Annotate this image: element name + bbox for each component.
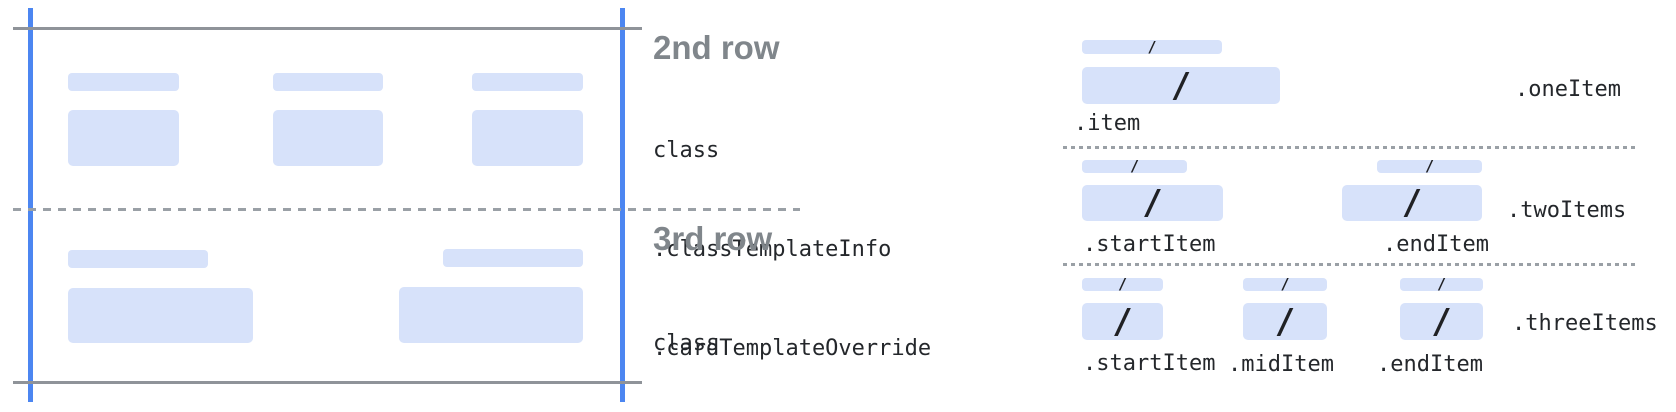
row2-col1-value-box [68, 110, 179, 166]
row3-start-label-bar [68, 250, 208, 268]
card-left-edge-line [28, 8, 33, 402]
three-items-group-label: .threeItems [1512, 311, 1658, 336]
row2-code-path: class .classTemplateInfo .cardTemplateOv… [653, 68, 971, 412]
mid-item-value-bar: / [1243, 303, 1327, 340]
slash-icon: / [1424, 157, 1435, 175]
end-item-value-bar: / [1342, 185, 1482, 221]
start-item-field-label: .startItem [1083, 232, 1216, 257]
slash-icon: / [1401, 183, 1423, 223]
slash-icon: / [1280, 275, 1290, 293]
start-item-value-bar: / [1082, 303, 1163, 340]
slash-icon: / [1436, 275, 1447, 293]
layout-divider-dotted-line [1063, 146, 1635, 149]
row-divider-dashed-line [13, 208, 800, 211]
code-line: class [653, 138, 720, 163]
row2-col3-label-bar [472, 73, 583, 91]
end-item-value-bar: / [1400, 303, 1483, 340]
row3-heading: 3rd row [653, 220, 773, 257]
one-item-value-bar: / [1082, 67, 1280, 104]
card-bottom-line [13, 381, 642, 384]
row3-end-value-box [399, 287, 583, 343]
start-item-value-bar: / [1082, 185, 1223, 221]
one-item-label-bar: / [1082, 37, 1222, 56]
mid-item-field-label: .midItem [1228, 352, 1334, 377]
start-item-label-bar: / [1082, 275, 1163, 293]
slash-icon: / [1431, 301, 1452, 342]
end-item-field-label: .endItem [1383, 232, 1489, 257]
slash-icon: / [1170, 65, 1192, 106]
code-line: .cardTemplateOverride [653, 336, 932, 361]
two-items-group-label: .twoItems [1507, 198, 1627, 223]
row3-end-label-bar [443, 249, 583, 267]
one-item-group-label: .oneItem [1515, 77, 1621, 102]
row3-start-value-box [68, 288, 253, 343]
slash-icon: / [1129, 157, 1140, 175]
slash-icon: / [1112, 301, 1133, 342]
start-item-field-label: .startItem [1083, 351, 1216, 376]
row2-col1-label-bar [68, 73, 179, 91]
code-line: class [653, 331, 720, 356]
slash-icon: / [1117, 275, 1128, 293]
end-item-field-label: .endItem [1377, 352, 1483, 377]
mid-item-label-bar: / [1243, 275, 1327, 293]
slash-icon: / [1147, 37, 1157, 56]
slash-icon: / [1142, 183, 1163, 223]
card-top-line [13, 27, 642, 30]
item-field-label: .item [1074, 111, 1141, 136]
row2-col2-label-bar [273, 73, 383, 91]
end-item-label-bar: / [1400, 275, 1483, 293]
row2-col3-value-box [472, 110, 583, 166]
start-item-label-bar: / [1082, 157, 1187, 175]
card-right-edge-line [620, 8, 625, 402]
end-item-label-bar: / [1377, 157, 1482, 175]
code-line: .classTemplateInfo [653, 237, 892, 262]
row2-heading: 2nd row [653, 29, 780, 66]
layout-divider-dotted-line [1063, 263, 1635, 266]
row3-code-path: class .classTemplateInfo .cardTemplateOv… [653, 261, 971, 412]
row2-col2-value-box [273, 110, 383, 166]
slash-icon: / [1274, 301, 1296, 342]
